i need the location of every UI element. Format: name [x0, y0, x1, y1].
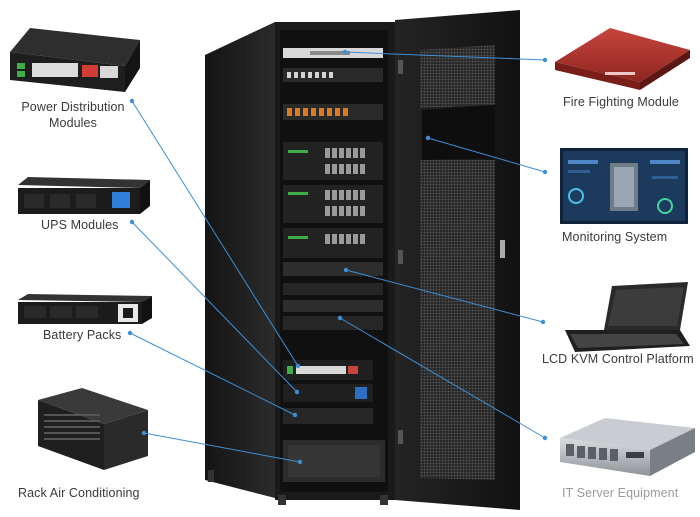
- server-rack: [205, 10, 520, 510]
- leader-lines: [129, 51, 546, 463]
- label-power-distribution-modules: Power Distribution Modules: [12, 99, 134, 131]
- monitoring-system-image: [560, 148, 688, 224]
- it-server-image: [560, 418, 695, 476]
- fire-fighting-module-image: [555, 28, 690, 90]
- leader-line-battery: [129, 332, 296, 416]
- leader-line-fire: [344, 51, 546, 61]
- leader-line-monitoring: [427, 137, 546, 173]
- rack-air-conditioning-image: [38, 388, 148, 470]
- rack-kvm-unit: [283, 262, 383, 276]
- label-fire-fighting-module: Fire Fighting Module: [563, 95, 679, 109]
- leader-line-pdm: [131, 100, 299, 367]
- label-pdm-line2: Modules: [49, 116, 97, 130]
- leader-line-kvm: [345, 269, 544, 323]
- label-ups-modules: UPS Modules: [41, 218, 119, 232]
- ups-module-image: [18, 177, 150, 214]
- label-lcd-kvm-control-platform: LCD KVM Control Platform: [542, 352, 694, 366]
- leader-line-server: [339, 317, 546, 439]
- leader-line-ups: [131, 221, 298, 393]
- label-pdm-line1: Power Distribution: [21, 100, 125, 114]
- label-battery-packs: Battery Packs: [43, 328, 122, 342]
- lcd-kvm-image: [565, 282, 690, 352]
- power-distribution-module-image: [10, 28, 140, 92]
- rack-side-panel: [205, 22, 275, 498]
- label-rack-air-conditioning: Rack Air Conditioning: [18, 486, 140, 500]
- rack-servers: [283, 142, 383, 258]
- battery-pack-image: [18, 294, 152, 324]
- leader-dots: [127, 49, 548, 465]
- label-monitoring-system: Monitoring System: [562, 230, 668, 244]
- leader-line-aircon: [143, 432, 301, 463]
- rack-ups-unit: [283, 384, 373, 402]
- rack-battery-unit: [283, 408, 373, 424]
- label-it-server-equipment: IT Server Equipment: [562, 486, 679, 500]
